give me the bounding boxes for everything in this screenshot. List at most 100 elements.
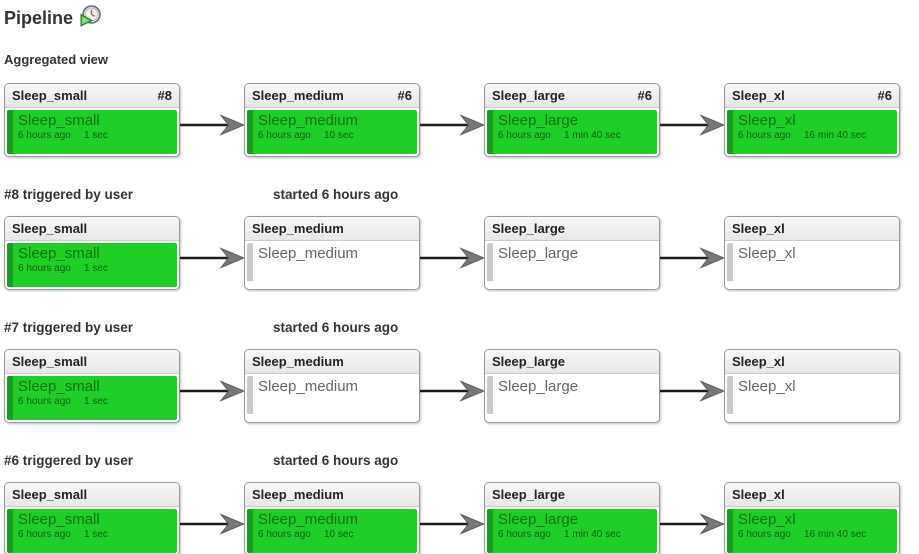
build-meta: 6 hours ago 10 sec	[258, 130, 417, 142]
build-duration: 1 sec	[84, 396, 108, 407]
build-time-ago: 6 hours ago	[18, 263, 71, 274]
stage-card-header: Sleep_large	[485, 350, 659, 374]
build-meta: 6 hours ago 1 sec	[18, 396, 177, 408]
build-status-box[interactable]: Sleep_xl 6 hours ago 16 min 40 sec	[727, 509, 897, 553]
stage-name: Sleep_large	[492, 221, 565, 236]
stage-card-body: Sleep_xl 6 hours ago 16 min 40 sec	[725, 507, 899, 554]
run-heading: #7 triggered by user started 6 hours ago	[4, 320, 919, 335]
run-heading: #8 triggered by user started 6 hours ago	[4, 187, 919, 202]
build-status-box[interactable]: Sleep_small 6 hours ago 1 sec	[7, 376, 177, 420]
build-time-ago: 6 hours ago	[738, 130, 791, 141]
pipeline-stage-row: Sleep_small Sleep_small 6 hours ago 1 se…	[4, 216, 919, 290]
arrow-right-connector-icon	[660, 513, 724, 535]
status-content: Sleep_small 6 hours ago 1 sec	[7, 509, 177, 541]
status-content: Sleep_xl 6 hours ago 16 min 40 sec	[727, 509, 897, 541]
stage-card: Sleep_xl Sleep_xl	[724, 216, 900, 290]
run-started-label: started 6 hours ago	[273, 453, 399, 468]
status-content: Sleep_xl	[727, 243, 897, 263]
page-title: Pipeline	[4, 4, 919, 32]
build-time-ago: 6 hours ago	[18, 130, 71, 141]
arrow-right-connector-icon	[420, 513, 484, 535]
arrow-right-connector-icon	[180, 114, 244, 136]
status-content: Sleep_small 6 hours ago 1 sec	[7, 376, 177, 408]
aggregated-view-label: Aggregated view	[4, 52, 109, 67]
build-status-box[interactable]: Sleep_small 6 hours ago 1 sec	[7, 509, 177, 553]
build-job-name: Sleep_medium	[258, 112, 359, 129]
status-content: Sleep_xl	[727, 376, 897, 396]
status-stripe	[727, 110, 733, 154]
status-stripe	[727, 509, 733, 553]
build-duration: 16 min 40 sec	[804, 130, 867, 141]
pipeline-stage-row: Sleep_small #8 Sleep_small 6 hours ago 1…	[4, 83, 919, 157]
build-time-ago: 6 hours ago	[498, 529, 551, 540]
build-time-ago: 6 hours ago	[18, 529, 71, 540]
status-stripe	[247, 110, 253, 154]
status-stripe	[7, 376, 13, 420]
stage-card: Sleep_large Sleep_large	[484, 216, 660, 290]
run-started-label: started 6 hours ago	[273, 187, 399, 202]
build-status-box[interactable]: Sleep_large 6 hours ago 1 min 40 sec	[487, 110, 657, 154]
build-status-box: Sleep_large	[487, 376, 657, 420]
stage-build-number: #6	[877, 88, 892, 103]
build-meta: 6 hours ago 10 sec	[258, 529, 417, 541]
build-job-name: Sleep_xl	[738, 112, 796, 129]
build-job-name: Sleep_small	[18, 511, 100, 528]
stage-card-header: Sleep_small	[5, 483, 179, 507]
stage-card: Sleep_large #6 Sleep_large 6 hours ago 1…	[484, 83, 660, 157]
stage-card-body: Sleep_medium 6 hours ago 10 sec	[245, 108, 419, 156]
status-content: Sleep_medium	[247, 243, 417, 263]
arrow-right-connector-icon	[660, 380, 724, 402]
stage-card-header: Sleep_xl	[725, 350, 899, 374]
run-title: #8 triggered by user	[4, 187, 134, 202]
build-meta: 6 hours ago 1 min 40 sec	[498, 529, 657, 541]
arrow-right-connector-icon	[180, 513, 244, 535]
build-status-box[interactable]: Sleep_small 6 hours ago 1 sec	[7, 110, 177, 154]
stage-card-body: Sleep_xl 6 hours ago 16 min 40 sec	[725, 108, 899, 156]
stage-card-body: Sleep_large 6 hours ago 1 min 40 sec	[485, 507, 659, 554]
stage-card-body: Sleep_medium	[245, 241, 419, 289]
stage-card: Sleep_small Sleep_small 6 hours ago 1 se…	[4, 349, 180, 423]
build-job-name: Sleep_small	[18, 112, 100, 129]
status-stripe	[247, 243, 253, 281]
run-heading: #6 triggered by user started 6 hours ago	[4, 453, 919, 468]
status-content: Sleep_xl 6 hours ago 16 min 40 sec	[727, 110, 897, 142]
build-status-box[interactable]: Sleep_xl 6 hours ago 16 min 40 sec	[727, 110, 897, 154]
build-job-name: Sleep_medium	[258, 245, 359, 262]
stage-card-header: Sleep_medium	[245, 483, 419, 507]
stage-name: Sleep_small	[12, 354, 88, 369]
build-duration: 1 min 40 sec	[564, 130, 621, 141]
stage-name: Sleep_xl	[732, 88, 785, 103]
stage-card-header: Sleep_xl	[725, 217, 899, 241]
build-time-ago: 6 hours ago	[258, 130, 311, 141]
stage-card: Sleep_xl Sleep_xl	[724, 349, 900, 423]
arrow-right-connector-icon	[180, 380, 244, 402]
build-status-box[interactable]: Sleep_medium 6 hours ago 10 sec	[247, 110, 417, 154]
build-status-box[interactable]: Sleep_large 6 hours ago 1 min 40 sec	[487, 509, 657, 553]
pipeline-rows: Sleep_small #8 Sleep_small 6 hours ago 1…	[3, 83, 919, 554]
stage-card-body: Sleep_large	[485, 374, 659, 422]
run-started-label: started 6 hours ago	[273, 320, 399, 335]
status-stripe	[247, 376, 253, 414]
stage-card-body: Sleep_small 6 hours ago 1 sec	[5, 374, 179, 422]
build-status-box[interactable]: Sleep_medium 6 hours ago 10 sec	[247, 509, 417, 553]
build-status-box[interactable]: Sleep_small 6 hours ago 1 sec	[7, 243, 177, 287]
status-content: Sleep_large	[487, 376, 657, 396]
stage-name: Sleep_large	[492, 354, 565, 369]
stage-card: Sleep_xl Sleep_xl 6 hours ago 16 min 40 …	[724, 482, 900, 554]
stage-card-body: Sleep_large	[485, 241, 659, 289]
stage-card-header: Sleep_xl	[725, 483, 899, 507]
arrow-right-connector-icon	[660, 114, 724, 136]
status-stripe	[7, 509, 13, 553]
stage-card: Sleep_xl #6 Sleep_xl 6 hours ago 16 min …	[724, 83, 900, 157]
stage-card-header: Sleep_xl #6	[725, 84, 899, 108]
build-job-name: Sleep_medium	[258, 378, 359, 395]
status-content: Sleep_large	[487, 243, 657, 263]
build-duration: 1 sec	[84, 529, 108, 540]
status-content: Sleep_small 6 hours ago 1 sec	[7, 243, 177, 275]
build-job-name: Sleep_small	[18, 245, 100, 262]
stage-name: Sleep_medium	[252, 88, 344, 103]
stage-name: Sleep_xl	[732, 487, 785, 502]
arrow-right-connector-icon	[420, 380, 484, 402]
pipeline-clock-icon	[79, 4, 102, 32]
status-content: Sleep_medium	[247, 376, 417, 396]
